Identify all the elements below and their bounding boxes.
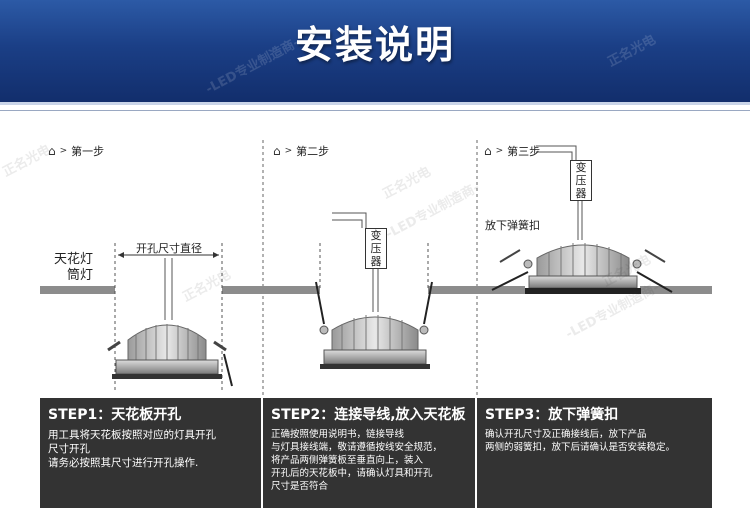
divider-line (0, 110, 750, 111)
ceiling-panel (477, 286, 525, 294)
step-panel-line: 确认开孔尺寸及正确接线后，放下产品 (485, 429, 647, 440)
home-icon: ⌂ (484, 144, 492, 158)
ceiling-panel (40, 286, 115, 294)
step-header-3: ⌂ > 第三步 (484, 143, 540, 159)
step-panel-1: STEP1：天花板开孔 用工具将天花板按照对应的灯具开孔 尺寸开孔 请务必按照其… (40, 398, 261, 508)
step-panel-body: 确认开孔尺寸及正确接线后，放下产品 两侧的弱簧扣，放下后请确认是否安装稳定。 (485, 428, 704, 454)
home-icon: ⌂ (273, 144, 281, 158)
ceiling-label: 天花灯 筒灯 (54, 252, 93, 284)
step-header-2: ⌂ > 第二步 (273, 143, 329, 159)
spring-clip (636, 271, 673, 293)
step-header-label: 第二步 (296, 145, 330, 158)
step-panel-line: 开孔后的天花板中，请确认灯具和开孔 (271, 468, 433, 479)
chevron-right-icon: > (495, 146, 504, 156)
step-panel-2: STEP2：连接导线,放入天花板 正确按照使用说明书，链接导线 与灯具接线端，敬… (263, 398, 475, 508)
step-panel-line: 尺寸开孔 (48, 443, 90, 455)
wire (536, 145, 577, 160)
downlight-lamp (525, 243, 641, 294)
step-header-label: 第三步 (507, 145, 541, 158)
page-title: 安装说明 (294, 23, 455, 67)
transformer-label: 变压器 (365, 228, 387, 269)
hole-size-label: 开孔尺寸直径 (136, 242, 202, 255)
ceiling-panel (640, 286, 712, 294)
step-panel-title: STEP2：连接导线,放入天花板 (271, 407, 466, 423)
chevron-right-icon: > (59, 146, 68, 156)
step-panel-line: 两侧的弱簧扣，放下后请确认是否安装稳定。 (485, 442, 676, 453)
spring-clip (315, 281, 325, 325)
wire (332, 219, 363, 228)
ceiling-label-line2: 筒灯 (67, 268, 94, 283)
step-panel-line: 请务必按照其尺寸进行开孔操作. (48, 457, 199, 469)
divider-stripe (0, 102, 750, 105)
step-panel-title: STEP3：放下弹簧扣 (485, 407, 619, 423)
ceiling-label-line1: 天花灯 (54, 252, 94, 267)
step-panel-3: STEP3：放下弹簧扣 确认开孔尺寸及正确接线后，放下产品 两侧的弱簧扣，放下后… (477, 398, 712, 508)
wire (332, 212, 367, 228)
downlight-lamp (320, 315, 430, 369)
wire (536, 151, 573, 160)
installation-diagram (40, 140, 712, 398)
ceiling-panel (263, 286, 320, 294)
home-icon: ⌂ (48, 144, 56, 158)
spring-release-label: 放下弹簧扣 (485, 219, 540, 232)
step-panel-line: 尺寸是否符合 (271, 481, 329, 492)
step-panel-line: 与灯具接线端，敬请遵循按线安全规范， (271, 442, 443, 453)
spring-clip (491, 271, 529, 291)
downlight-lamp (107, 324, 233, 387)
step-panel-body: 正确按照使用说明书，链接导线 与灯具接线端，敬请遵循按线安全规范， 将产品两侧弹… (271, 428, 467, 493)
step-header-label: 第一步 (71, 145, 105, 158)
step-panel-line: 正确按照使用说明书，链接导线 (271, 429, 405, 440)
transformer-label: 变压器 (570, 160, 592, 201)
ceiling-panel (222, 286, 263, 294)
ceiling-panel (428, 286, 477, 294)
spring-clip (423, 281, 433, 325)
step-panel-title: STEP1：天花板开孔 (48, 407, 182, 423)
step-header-1: ⌂ > 第一步 (48, 143, 104, 159)
chevron-right-icon: > (284, 146, 293, 156)
step-panel-body: 用工具将天花板按照对应的灯具开孔 尺寸开孔 请务必按照其尺寸进行开孔操作. (48, 428, 253, 470)
header-banner: 安装说明 (0, 0, 750, 102)
step-panel-line: 将产品两侧弹簧板至垂直向上，装入 (271, 455, 424, 466)
step-panel-line: 用工具将天花板按照对应的灯具开孔 (48, 429, 216, 441)
